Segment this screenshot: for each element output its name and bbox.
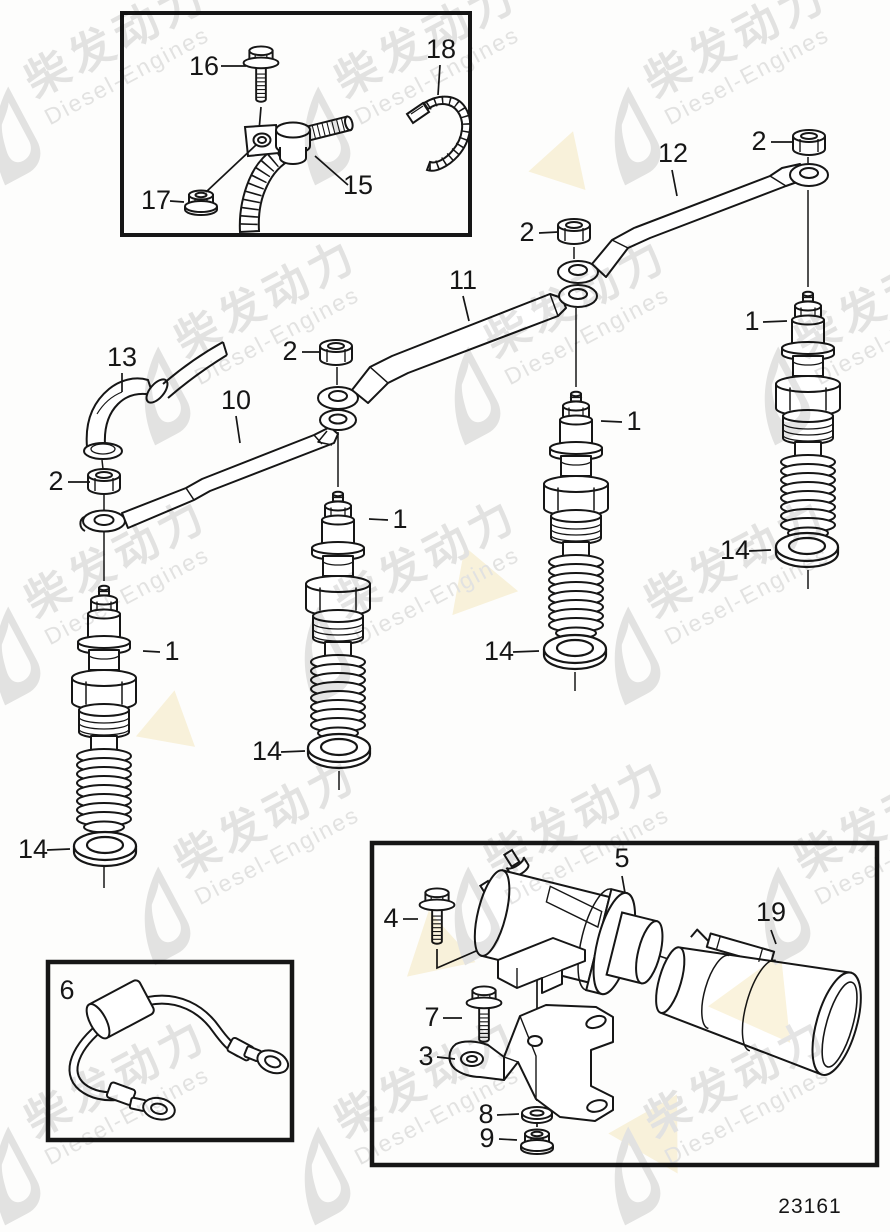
washer-14-a [72,830,138,868]
callout-13: 13 [107,342,137,372]
callout-18: 18 [426,34,456,64]
cable-clip-18 [405,95,472,172]
callout-11: 11 [449,265,477,295]
callout-12: 12 [658,138,688,168]
bolt-4 [418,887,456,945]
callout-17: 17 [141,185,171,215]
drawing-number: 23161 [778,1195,841,1218]
callout-2-d: 2 [751,126,766,156]
nut-2-a [87,468,121,495]
callout-1-c: 1 [626,406,641,436]
ground-cable-6 [68,979,293,1124]
callout-2-c: 2 [519,217,534,247]
flange-nut-17 [184,189,218,216]
callout-1-d: 1 [744,306,759,336]
glow-plug-1-a [71,584,137,834]
ground-cable-box [45,959,295,1143]
connector-strap-10 [79,409,357,533]
bolt-7 [465,985,503,1043]
callout-6: 6 [59,975,74,1005]
bolt-16 [242,45,280,103]
callout-3: 3 [418,1041,433,1071]
callout-5: 5 [614,843,629,873]
washer-14-d [774,531,840,569]
callout-7: 7 [424,1002,439,1032]
glow-plug-1-b [305,490,371,740]
callout-14-b: 14 [252,736,282,766]
glow-plug-1-d [775,290,841,540]
callout-15: 15 [343,170,373,200]
protective-cover-19 [655,928,862,1076]
nut-2-b [319,339,353,366]
conduit-grommet-15 [238,115,354,234]
assembly-axis-lines [101,157,809,888]
washer-14-b [306,732,372,770]
nut-2-d [792,129,826,156]
callout-14-d: 14 [720,535,750,565]
callout-9: 9 [479,1123,494,1153]
callout-1-b: 1 [392,504,407,534]
cable-13 [83,341,228,460]
solenoid-box [369,840,880,1168]
bracket-3 [448,1004,614,1122]
callout-labels: 16 15 17 18 12 2 1 2 11 2 13 10 2 1 1 1 … [18,34,786,1153]
callout-16: 16 [189,51,219,81]
callout-14-c: 14 [484,636,514,666]
glow-plug-1-c [543,390,609,640]
washer-14-c [542,633,608,671]
callout-4: 4 [383,903,398,933]
solenoid-5 [473,848,664,996]
washer-8 [521,1106,553,1124]
callout-2-b: 2 [282,336,297,366]
callout-1-a: 1 [164,636,179,666]
connector-strap-11 [317,284,598,410]
nut-2-c [557,218,591,245]
callout-14-a: 14 [18,834,48,864]
callout-2-a: 2 [48,466,63,496]
callout-8: 8 [478,1099,493,1129]
callout-10: 10 [221,385,251,415]
connector-strap-12 [557,163,829,284]
flange-nut-9 [520,1128,554,1155]
callout-19: 19 [756,897,786,927]
